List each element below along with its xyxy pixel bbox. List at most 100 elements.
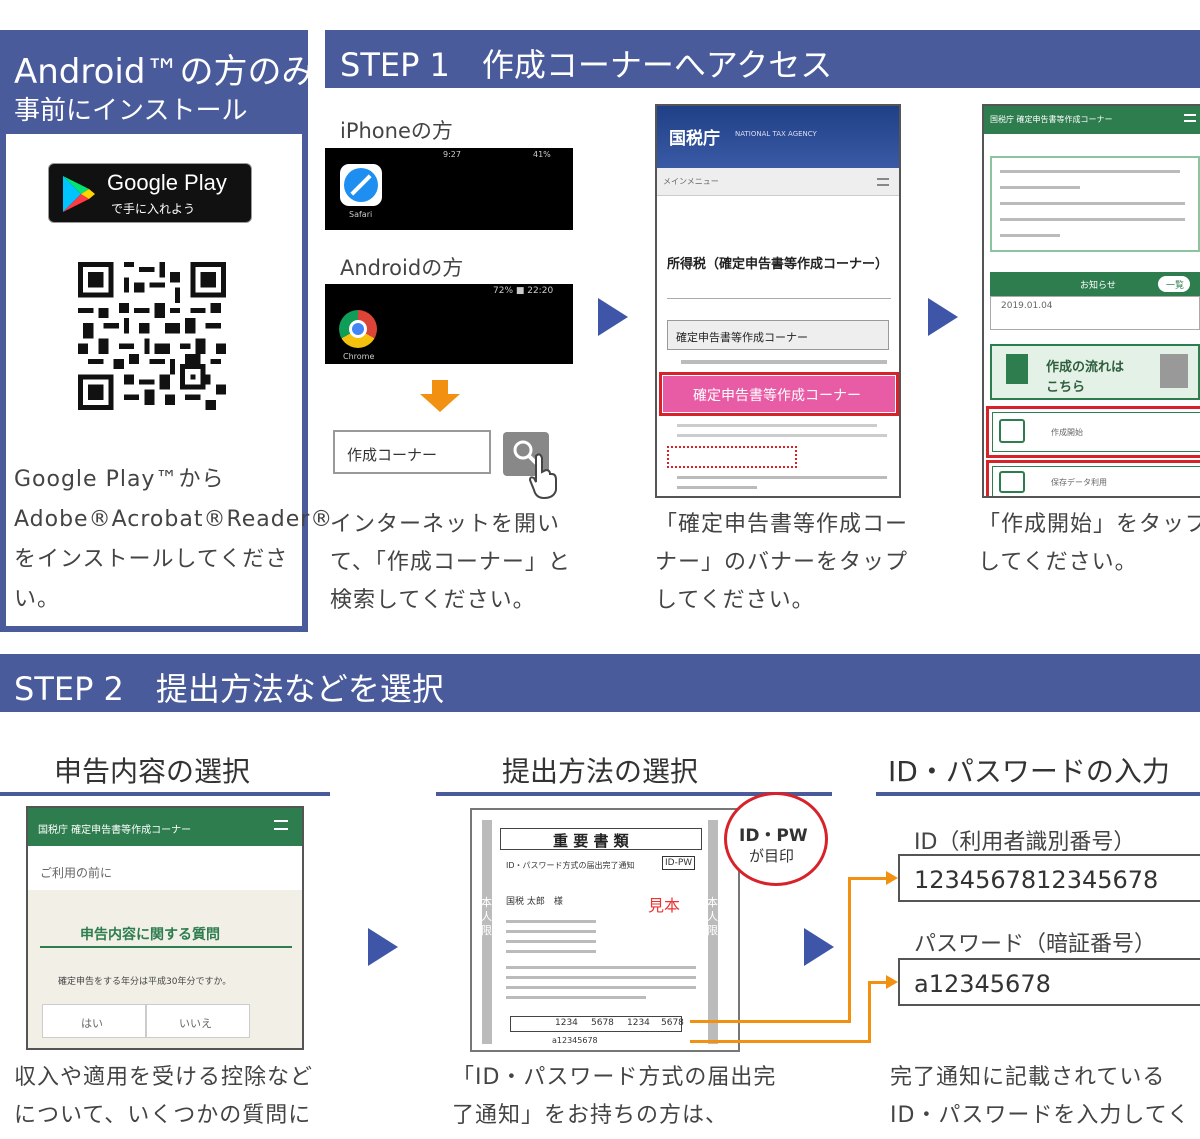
nta-agency: 国税庁 [669,129,720,149]
android-label: Androidの方 [340,256,464,280]
id-field[interactable]: 1234567812345678 [898,854,1200,902]
id-field-label: ID（利用者識別番号） [914,830,1136,855]
qr-code-image [78,262,226,410]
iphone-status-battery: 41% [533,150,551,159]
search-input-text: 作成コーナー [347,446,438,464]
doc-name: 国税 太郎 様 [506,897,563,907]
step1-header [325,30,1200,88]
corner-flow-banner[interactable]: 作成の流れは こちら [990,344,1200,400]
id-pw-badge-line2: が目印 [749,847,795,865]
step2-col3-desc-line2: ID・パスワードを入力してく [890,1103,1191,1128]
corner-flow-text2: こちら [1046,380,1086,395]
question-title: 申告内容に関する質問 [80,927,220,943]
safari-icon[interactable] [340,164,382,206]
doc-title-box: 重 要 書 類 [500,828,702,850]
id-pw-badge: ID・PW が目印 [724,792,828,886]
tap-hand-icon [528,453,557,500]
step1-col2-desc-line3: してください。 [655,588,815,613]
question-menu-icon[interactable] [274,820,288,830]
question-text: 確定申告をする年分は平成30年分ですか。 [58,977,232,987]
doc-code-row: 1234 5678 1234 5678 [510,1016,684,1032]
answer-no-label: いいえ [179,1017,212,1030]
connector-id-h2 [848,877,888,880]
question-header: 国税庁 確定申告書等作成コーナー [28,808,302,846]
chrome-icon[interactable] [339,310,377,348]
corner-start-button[interactable]: 作成開始 [992,412,1200,452]
nta-screen: 国税庁 NATIONAL TAX AGENCY メインメニュー 所得税（確定申告… [655,104,901,498]
nta-banner-button[interactable]: 確定申告書等作成コーナー [663,376,895,412]
corner-notice-label: お知らせ [1080,281,1116,291]
corner-menu-icon[interactable] [1184,114,1196,122]
doc-side-right: 本人限 [707,896,718,937]
google-play-icon [63,176,95,212]
iphone-screen: 9:27 41% Safari [325,148,573,230]
step2-title: STEP 2 提出方法などを選択 [14,670,444,708]
down-arrow-head [420,394,460,412]
doc-code2: 5678 [591,1018,614,1028]
doc-subtitle: ID・パスワード方式の届出完了通知 [506,861,635,870]
step1-col2-desc-line2: ナー」のバナーをタップ [655,550,909,575]
pw-field-value: a12345678 [914,970,1051,998]
doc-side-left: 本人限 [481,896,492,937]
chrome-label: Chrome [343,352,375,361]
safari-label: Safari [349,210,373,219]
step2-sec3-title: ID・パスワードの入力 [888,755,1170,788]
answer-no-button[interactable]: いいえ [146,1004,250,1038]
corner-notice-button-text: 一覧 [1166,281,1185,291]
step2-header [0,654,1200,712]
android-box-title-line1: Android™の方のみ [14,52,316,92]
android-screen: 72% ■ 22:20 Chrome [325,284,573,364]
answer-yes-button[interactable]: はい [42,1004,146,1038]
connector-pw-v [868,981,871,1043]
doc-title: 重 要 書 類 [553,832,629,850]
qr-code [78,262,226,410]
corner-notice-bar: お知らせ 一覧 [990,272,1200,296]
step2-col2-desc-line1: 「ID・パスワード方式の届出完 [452,1065,777,1090]
step2-arrow-1 [368,928,398,966]
connector-pw-h2 [868,981,888,984]
step2-sec1-title: 申告内容の選択 [54,755,251,788]
question-header-text: 国税庁 確定申告書等作成コーナー [38,825,192,836]
corner-header-text: 国税庁 確定申告書等作成コーナー [990,115,1113,124]
nta-menu: メインメニュー [663,177,719,186]
step2-col2-desc-line2: 了通知」をお持ちの方は、 [452,1103,729,1128]
step1-col1-desc-line2: て、「作成コーナー」と [330,550,571,575]
iphone-status-time: 9:27 [443,150,461,159]
connector-id-head [886,871,898,885]
step1-arrow-2 [928,298,958,336]
nta-banner-highlight [659,372,899,416]
step1-col1-desc-line1: インターネットを開い [330,512,561,537]
search-input[interactable]: 作成コーナー [333,430,491,474]
nta-agency-en: NATIONAL TAX AGENCY [735,130,817,138]
step2-sec2-rule [436,792,832,796]
corner-header: 国税庁 確定申告書等作成コーナー [984,106,1200,134]
step2-arrow-2 [804,928,834,966]
corner-saved-label: 保存データ利用 [1051,478,1107,487]
android-desc-line3: をインストールしてくださ [14,547,289,572]
corner-start-label: 作成開始 [1051,428,1083,437]
nta-subhead: 確定申告書等作成コーナー [676,331,808,344]
connector-id-h1 [690,1020,850,1023]
google-play-badge-line2: で手に入れよう [111,202,196,216]
pw-field[interactable]: a12345678 [898,958,1200,1006]
pw-field-label: パスワード（暗証番号） [914,932,1157,957]
step2-col1-desc-line2: について、いくつかの質問に [14,1103,312,1128]
corner-notice-button[interactable]: 一覧 [1158,276,1190,292]
step2-sec1-rule [0,792,330,796]
nta-menu-icon [877,178,889,186]
corner-date: 2019.01.04 [1001,301,1053,311]
doc-code4: 5678 [661,1018,684,1028]
nta-menu-bar[interactable]: メインメニュー [657,168,899,196]
corner-saved-button[interactable]: 保存データ利用 [992,466,1200,496]
google-play-badge-line1: Google Play [107,170,227,195]
connector-pw-h1 [690,1040,870,1043]
nta-subhead-box: 確定申告書等作成コーナー [667,320,889,350]
corner-screen: 国税庁 確定申告書等作成コーナー お知らせ 一覧 2019.01.04 作成の流… [982,104,1200,498]
answer-yes-label: はい [81,1017,103,1030]
step1-arrow-1 [598,298,628,336]
doc-pw: a12345678 [552,1036,598,1045]
connector-id-v [848,877,851,1023]
android-desc-line4: い。 [14,587,61,612]
step1-col2-desc-line1: 「確定申告書等作成コー [655,512,909,537]
google-play-badge[interactable]: Google Play で手に入れよう [48,163,252,223]
